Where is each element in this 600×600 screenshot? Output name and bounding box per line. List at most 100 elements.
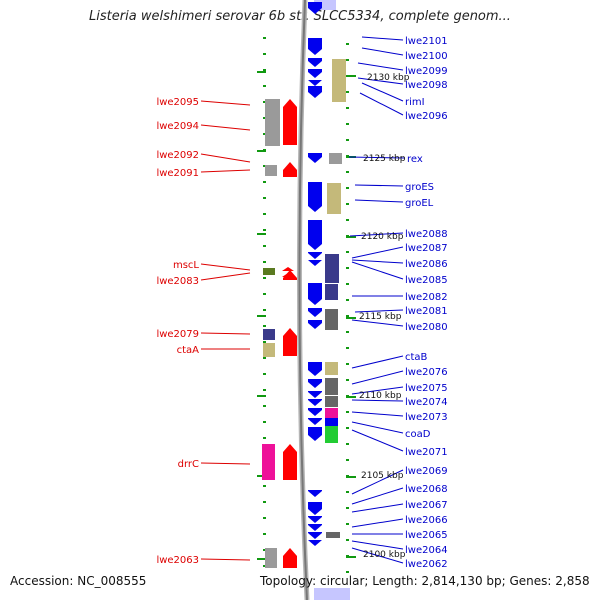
forward-label-lwe2071: lwe2071 [405,447,448,458]
forward-gene-21 [308,427,322,441]
forward-gene-2 [308,38,322,55]
reverse-label-ctaa: ctaA [177,345,200,356]
forward-label-lwe2062: lwe2062 [405,559,448,570]
cog-bar-reverse-1 [265,99,280,146]
reverse-label-lwe2095: lwe2095 [156,97,199,108]
forward-label-lwe2067: lwe2067 [405,500,448,511]
forward-gene-14 [308,320,322,329]
forward-gene-17 [308,391,322,398]
reverse-gene-5 [283,444,297,480]
forward-label-lwe2069: lwe2069 [405,466,448,477]
backbone-inner-line [298,0,308,600]
forward-gene-3 [308,58,322,67]
forward-gene-26 [308,532,322,539]
forward-gene-24 [308,516,322,523]
scale-label-2100: 2100 kbp [363,550,406,560]
accession-text: Accession: NC_008555 [10,574,147,588]
forward-label-lwe2088: lwe2088 [405,229,448,240]
forward-gene-1 [308,2,322,14]
cog-bar-forward-6 [325,309,338,330]
cog-bar-forward-3 [327,183,341,214]
cog-bar-forward-11 [325,418,338,426]
leader-line-lwe2080 [351,319,404,327]
forward-label-lwe2085: lwe2085 [405,275,448,286]
leader-line-lwe2075 [351,386,404,395]
leader-line-lwe2101 [361,36,404,41]
leader-line-lwe2083 [200,272,251,281]
forward-label-lwe2099: lwe2099 [405,66,448,77]
reverse-label-lwe2063: lwe2063 [156,555,199,566]
forward-gene-6 [308,86,322,98]
reverse-gene-4 [283,328,297,356]
cog-bar-forward-7 [325,362,338,375]
leader-line-lwe2076 [351,370,404,385]
scale-label-2130: 2130 kbp [367,73,410,83]
forward-gene-23 [308,502,322,515]
forward-gene-15 [308,362,322,376]
cog-bar-reverse-7 [265,548,277,568]
forward-label-lwe2100: lwe2100 [405,51,448,62]
cog-bar-forward-5 [325,284,338,300]
forward-gene-25 [308,524,322,531]
gene-features [282,2,322,568]
forward-label-lwe2075: lwe2075 [405,383,448,394]
forward-label-groes: groES [405,182,434,193]
topology-text: Topology: circular; Length: 2,814,130 bp… [260,574,590,588]
leader-line-lwe2064 [351,540,404,550]
leader-line-lwe2094 [200,124,251,131]
leader-line-ctab [351,355,404,369]
right-tick-marks [346,43,356,573]
cog-bar-forward-1 [332,59,346,102]
forward-label-lwe2065: lwe2065 [405,530,448,541]
leader-line-lwe2079 [200,332,251,335]
reverse-gene-8 [282,273,294,277]
forward-lane-bottom-band [314,588,350,600]
reverse-label-drrc: drrC [178,459,199,470]
genome-title: Listeria welshimeri serovar 6b str. SLCC… [89,9,511,24]
reverse-label-lwe2079: lwe2079 [156,329,199,340]
forward-label-lwe2082: lwe2082 [405,292,448,303]
forward-label-lwe2074: lwe2074 [405,397,448,408]
leader-line-rex [348,156,406,159]
leader-line-lwe2085 [351,261,404,280]
forward-label-coad: coaD [405,429,431,440]
leader-line-mscl [200,263,251,271]
forward-gene-9 [308,220,322,250]
reverse-gene-1 [283,99,297,145]
leader-line-lwe2086 [351,259,404,264]
cog-category-bars [262,59,346,568]
left-tick-marks [257,37,266,567]
leader-line-groel [354,199,404,203]
forward-label-groel: groEL [405,198,434,209]
cog-bar-forward-12 [325,426,338,443]
leader-line-lwe2087 [351,246,404,259]
gene-labels: lwe2101lwe2100lwe2099lwe2098rimIlwe2096r… [156,36,447,570]
forward-gene-10 [308,252,322,259]
forward-gene-4 [308,69,322,78]
forward-label-rex: rex [407,154,423,165]
leader-line-lwe2069 [351,469,404,495]
leader-line-lwe2063 [200,558,251,561]
cog-bar-forward-10 [325,408,338,418]
leader-line-lwe2068 [351,487,404,505]
forward-label-lwe2076: lwe2076 [405,367,448,378]
leader-line-lwe2088 [349,232,404,237]
forward-gene-11 [308,260,322,266]
forward-label-lwe2068: lwe2068 [405,484,448,495]
leader-line-rimi [361,82,404,102]
label-leader-lines [200,36,406,564]
forward-gene-8 [308,182,322,212]
leader-line-lwe2062 [351,547,404,564]
cog-bar-forward-4 [325,254,339,283]
forward-strand-lane [314,0,350,600]
forward-gene-18 [308,399,322,406]
reverse-label-lwe2092: lwe2092 [156,150,199,161]
reverse-gene-2 [283,162,297,177]
cog-bar-forward-2 [329,153,342,164]
reverse-label-lwe2091: lwe2091 [156,168,199,179]
forward-gene-5 [308,80,322,86]
cog-bar-reverse-2 [265,165,277,176]
forward-gene-16 [308,379,322,388]
